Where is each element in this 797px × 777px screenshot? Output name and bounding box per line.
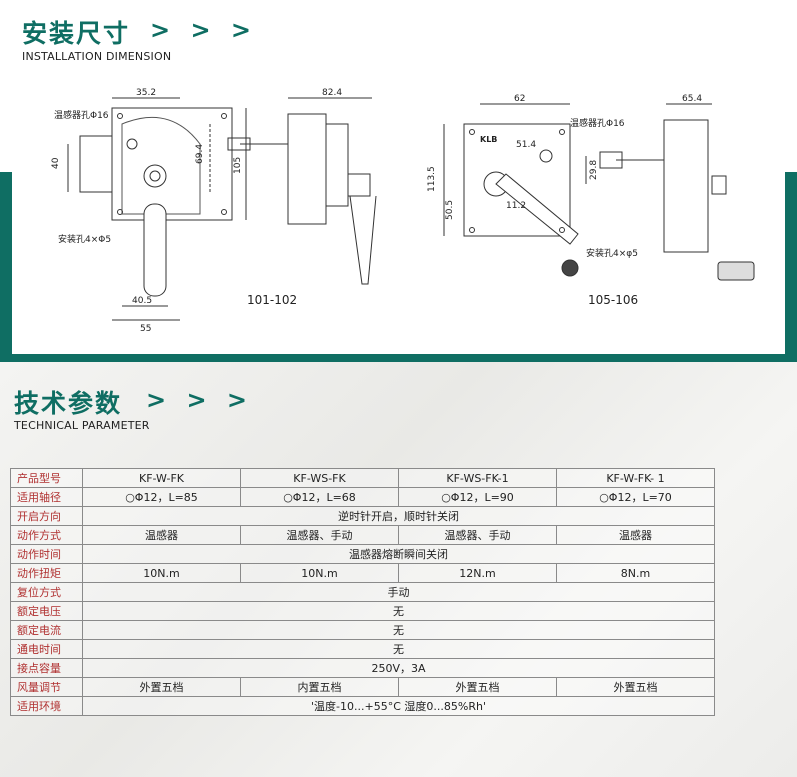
table-cell-merged: 温感器熔断瞬间关闭 [82, 544, 715, 564]
table-cell: ○Φ12，L=90 [398, 487, 557, 507]
dim-35-2: 35.2 [136, 88, 156, 98]
table-row: 风量调节外置五档内置五档外置五档外置五档 [10, 677, 715, 697]
table-cell: 温感器 [82, 525, 241, 545]
table-cell-merged: '温度-10...+55°C 湿度0...85%Rh' [82, 696, 715, 716]
dim-40: 40 [51, 157, 61, 169]
row-label: 适用轴径 [10, 487, 83, 507]
table-cell: KF-W-FK- 1 [556, 468, 715, 488]
dim-51-4: 51.4 [516, 140, 536, 150]
row-label: 额定电流 [10, 620, 83, 640]
dim-62: 62 [514, 94, 525, 104]
sensor-hole-label-right: 温感器孔Φ16 [570, 117, 625, 129]
drawing-105-106: KLB 62 51.4 113.5 29.8 50.5 11.2 65.4 温感… [427, 94, 755, 281]
tech-arrows-icon: > > > [146, 386, 254, 414]
table-cell-merged: 无 [82, 601, 715, 621]
row-label: 风量调节 [10, 677, 83, 697]
dim-82-4: 82.4 [322, 88, 342, 98]
row-label: 通电时间 [10, 639, 83, 659]
table-cell: ○Φ12，L=85 [82, 487, 241, 507]
tech-title: 技术参数 [14, 389, 123, 418]
row-label: 接点容量 [10, 658, 83, 678]
table-cell: 外置五档 [556, 677, 715, 697]
table-cell-merged: 250V，3A [82, 658, 715, 678]
table-cell: KF-WS-FK-1 [398, 468, 557, 488]
mount-hole-label-right: 安装孔4×φ5 [586, 247, 638, 259]
table-row: 动作时间温感器熔断瞬间关闭 [10, 544, 715, 564]
table-row: 开启方向逆时针开启，顺时针关闭 [10, 506, 715, 526]
dim-113-5: 113.5 [427, 166, 437, 192]
table-cell: KF-W-FK [82, 468, 241, 488]
tech-subtitle: TECHNICAL PARAMETER [14, 419, 150, 432]
table-cell-merged: 手动 [82, 582, 715, 602]
drawing-card [12, 78, 785, 354]
dim-65-4: 65.4 [682, 94, 702, 104]
install-arrows-icon: > > > [150, 16, 258, 44]
row-label: 开启方向 [10, 506, 83, 526]
table-cell-merged: 无 [82, 639, 715, 659]
dim-50-5: 50.5 [445, 200, 455, 220]
brand-logo: KLB [480, 135, 497, 144]
table-row: 额定电压无 [10, 601, 715, 621]
table-row: 动作方式温感器温感器、手动温感器、手动温感器 [10, 525, 715, 545]
table-cell: 内置五档 [240, 677, 399, 697]
row-label: 额定电压 [10, 601, 83, 621]
table-cell-merged: 无 [82, 620, 715, 640]
table-cell: 外置五档 [398, 677, 557, 697]
table-row: 适用轴径○Φ12，L=85○Φ12，L=68○Φ12，L=90○Φ12，L=70 [10, 487, 715, 507]
dim-29-8: 29.8 [589, 160, 599, 180]
table-cell: 外置五档 [82, 677, 241, 697]
table-cell: ○Φ12，L=70 [556, 487, 715, 507]
table-row: 额定电流无 [10, 620, 715, 640]
row-label: 适用环境 [10, 696, 83, 716]
row-label: 产品型号 [10, 468, 83, 488]
table-cell: 温感器、手动 [240, 525, 399, 545]
table-cell: 8N.m [556, 563, 715, 583]
table-cell: 温感器 [556, 525, 715, 545]
table-row: 通电时间无 [10, 639, 715, 659]
sensor-hole-label: 温感器孔Φ16 [54, 109, 109, 121]
table-cell: 10N.m [240, 563, 399, 583]
dim-105: 105 [233, 157, 243, 174]
table-cell: KF-WS-FK [240, 468, 399, 488]
drawing-101-102: 35.2 40 69.4 105 40.5 55 82.4 温感器孔Φ16 安装… [51, 88, 377, 334]
row-label: 复位方式 [10, 582, 83, 602]
dim-40-5: 40.5 [132, 296, 152, 306]
row-label: 动作时间 [10, 544, 83, 564]
model-label-101-102: 101-102 [247, 293, 298, 307]
row-label: 动作扭矩 [10, 563, 83, 583]
table-cell: 温感器、手动 [398, 525, 557, 545]
table-row: 适用环境'温度-10...+55°C 湿度0...85%Rh' [10, 696, 715, 716]
dim-69-4: 69.4 [195, 144, 205, 164]
dim-11-2: 11.2 [506, 201, 526, 211]
row-label: 动作方式 [10, 525, 83, 545]
table-cell-merged: 逆时针开启，顺时针关闭 [82, 506, 715, 526]
table-cell: ○Φ12，L=68 [240, 487, 399, 507]
mount-hole-label: 安装孔4×Φ5 [58, 233, 111, 245]
install-subtitle: INSTALLATION DIMENSION [22, 50, 172, 63]
table-cell: 12N.m [398, 563, 557, 583]
table-row: 复位方式手动 [10, 582, 715, 602]
left-plate [111, 107, 233, 221]
table-cell: 10N.m [82, 563, 241, 583]
install-title: 安装尺寸 [22, 19, 131, 48]
model-label-105-106: 105-106 [588, 293, 639, 307]
dim-55: 55 [140, 324, 151, 334]
